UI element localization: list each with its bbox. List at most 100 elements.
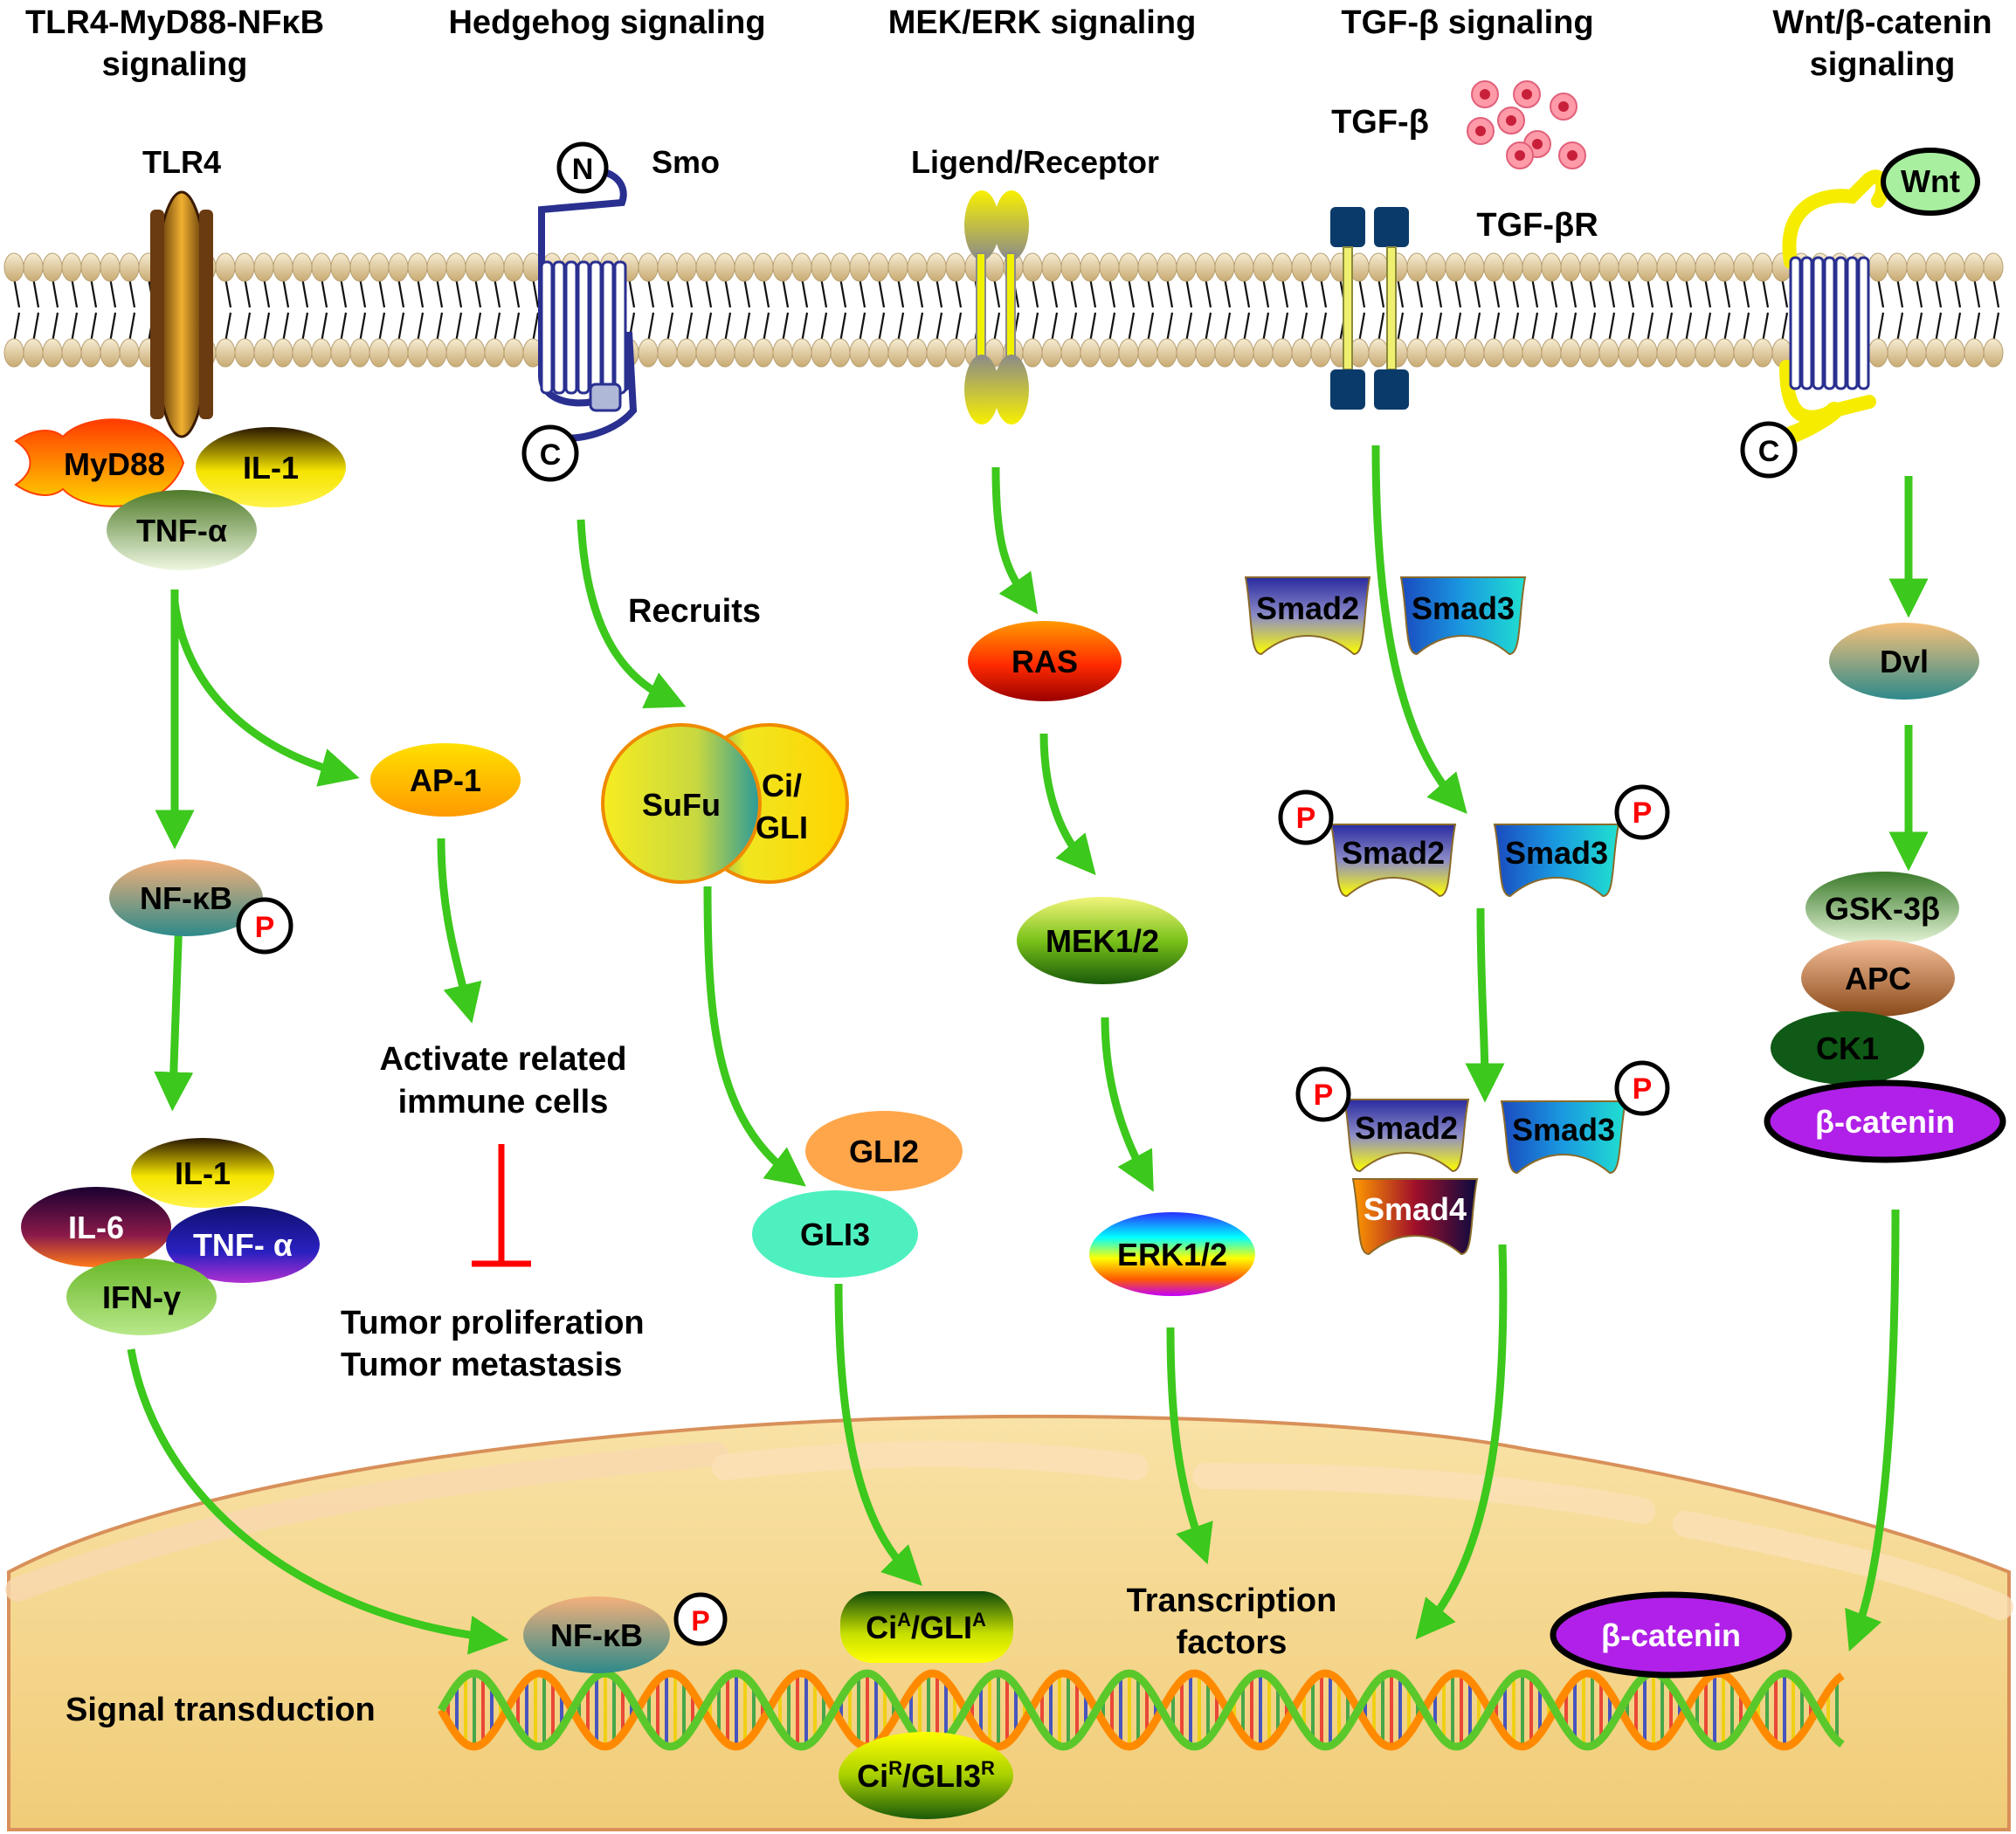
svg-text:CK1: CK1 (1816, 1031, 1879, 1066)
svg-text:P: P (691, 1605, 709, 1637)
tgf-receptor-label: TGF-βR (1476, 207, 1598, 244)
header-wnt-line2: signaling (1810, 46, 1956, 83)
svg-text:Dvl: Dvl (1880, 644, 1929, 679)
phospho-icon (1614, 784, 1670, 840)
activate-immune-line2: immune cells (398, 1084, 609, 1120)
phospho-icon (236, 897, 293, 955)
smad3-complex (1500, 1100, 1627, 1175)
pathway-headers: TLR4-MyD88-NFκB signaling Hedgehog signa… (25, 4, 1992, 83)
bcatenin-node (1764, 1079, 2006, 1163)
il1-cytokine-node (131, 1138, 274, 1208)
tnfa-node (107, 490, 257, 570)
smad2-complex (1343, 1099, 1470, 1173)
il6-node (21, 1187, 171, 1267)
tnfa-cytokine-node (166, 1206, 320, 1283)
smad3-unphos-label: Smad3 (1412, 590, 1515, 626)
tgf-ligand-label: TGF-β (1331, 104, 1429, 141)
smad2-complex-label: Smad2 (1355, 1110, 1458, 1146)
svg-text:GSK-3β: GSK-3β (1825, 891, 1940, 927)
smad3-phos-label: Smad3 (1505, 835, 1608, 871)
transcription-line1: Transcription (1127, 1582, 1337, 1619)
header-hedgehog: Hedgehog signaling (448, 4, 765, 41)
transcription-line2: factors (1177, 1624, 1288, 1661)
wnt-receptor: Wnt C (1740, 148, 1980, 479)
wnt-label: Wnt (1901, 163, 1960, 199)
wnt-ligand (1881, 148, 1980, 216)
dvl-node (1829, 623, 1979, 700)
ci-a-gli-a-node (840, 1591, 1013, 1663)
nuclear-nfkb-node (523, 1596, 670, 1673)
smo-helices (540, 260, 627, 395)
smo-receptor: Smo N C (521, 141, 720, 482)
smad3-complex-label: Smad3 (1512, 1112, 1615, 1148)
svg-text:β-catenin: β-catenin (1601, 1617, 1741, 1653)
svg-text:P: P (1296, 802, 1316, 835)
phospho-icon (1278, 789, 1334, 845)
gli3-node (752, 1190, 918, 1278)
il1-node (196, 427, 346, 507)
smad2-phos-label: Smad2 (1342, 835, 1445, 871)
svg-text:N: N (572, 153, 594, 186)
nfkb-node (109, 859, 263, 936)
phospho-icon (1614, 1060, 1670, 1116)
mek-erk-pathway: RAS MEK1/2 ERK1/2 (968, 621, 1255, 1296)
n-terminal-icon (556, 141, 609, 194)
header-wnt-line1: Wnt/β-catenin (1772, 4, 1992, 41)
svg-text:P: P (255, 911, 275, 944)
smad2-unphos-label: Smad2 (1256, 590, 1359, 626)
header-tlr4-line1: TLR4-MyD88-NFκB (25, 4, 324, 41)
svg-text:AP-1: AP-1 (410, 762, 481, 798)
svg-text:CiR/GLI3R: CiR/GLI3R (857, 1757, 995, 1794)
svg-text:RAS: RAS (1011, 644, 1078, 679)
tumor-line1: Tumor proliferation (341, 1305, 645, 1341)
svg-text:NF-κB: NF-κB (140, 880, 232, 916)
svg-text:MyD88: MyD88 (64, 446, 165, 482)
smad3-unphos (1399, 576, 1527, 656)
svg-text:TNF- α: TNF- α (193, 1227, 293, 1263)
smad4-complex (1351, 1178, 1479, 1256)
svg-text:GLI3: GLI3 (800, 1217, 870, 1252)
nucleus-content: NF-κB P CiA/GLIA CiR/GLI3R Transcription… (66, 1582, 1792, 1819)
svg-text:β-catenin: β-catenin (1815, 1104, 1955, 1140)
svg-text:IL-1: IL-1 (175, 1155, 231, 1191)
recruits-label: Recruits (628, 593, 761, 630)
wnt-helices (1789, 256, 1870, 390)
svg-text:CiA/GLIA: CiA/GLIA (866, 1609, 986, 1645)
signal-transduction-label: Signal transduction (66, 1692, 376, 1728)
svg-text:C: C (540, 438, 562, 472)
tgf-ligand-particles (1467, 80, 1586, 169)
gsk3b-node (1805, 872, 1959, 945)
smo-label: Smo (652, 144, 720, 180)
svg-text:IL-6: IL-6 (68, 1210, 124, 1245)
header-tgf: TGF-β signaling (1341, 4, 1593, 41)
svg-text:IL-1: IL-1 (243, 450, 299, 486)
arrows (127, 445, 1929, 1655)
svg-text:NF-κB: NF-κB (550, 1617, 643, 1653)
svg-text:Ci/: Ci/ (762, 768, 802, 803)
svg-text:P: P (1633, 796, 1653, 830)
activate-immune-line1: Activate related (379, 1041, 626, 1078)
ligand-receptor: Ligend/Receptor (911, 144, 1159, 424)
phospho-icon (673, 1592, 728, 1646)
svg-text:IFN-γ: IFN-γ (102, 1279, 181, 1315)
apc-node (1801, 940, 1955, 1017)
tlr4-receptor: TLR4 (142, 144, 221, 438)
header-tlr4-line2: signaling (102, 46, 248, 83)
smad3-phos (1493, 824, 1620, 898)
svg-text:TNF-α: TNF-α (136, 513, 227, 548)
hedgehog-pathway: Recruits SuFu Ci/ GLI GLI2 GLI3 (601, 593, 963, 1278)
c-terminal-icon (1740, 421, 1798, 479)
smad2-unphos (1244, 576, 1371, 656)
tumor-line2: Tumor metastasis (341, 1347, 622, 1383)
ifng-node (66, 1258, 217, 1335)
svg-text:SuFu: SuFu (642, 787, 721, 823)
svg-text:P: P (1633, 1072, 1653, 1106)
ligand-receptor-label: Ligend/Receptor (911, 144, 1159, 180)
tlr4-pathway: MyD88 IL-1 TNF-α AP-1 NF-κB P Activate r… (14, 418, 645, 1383)
tgf-receptor: TGF-β TGF-βR (1330, 80, 1598, 410)
svg-text:GLI: GLI (756, 810, 808, 845)
svg-text:ERK1/2: ERK1/2 (1117, 1237, 1227, 1272)
erk-node (1089, 1212, 1255, 1296)
phospho-icon (1295, 1066, 1351, 1122)
